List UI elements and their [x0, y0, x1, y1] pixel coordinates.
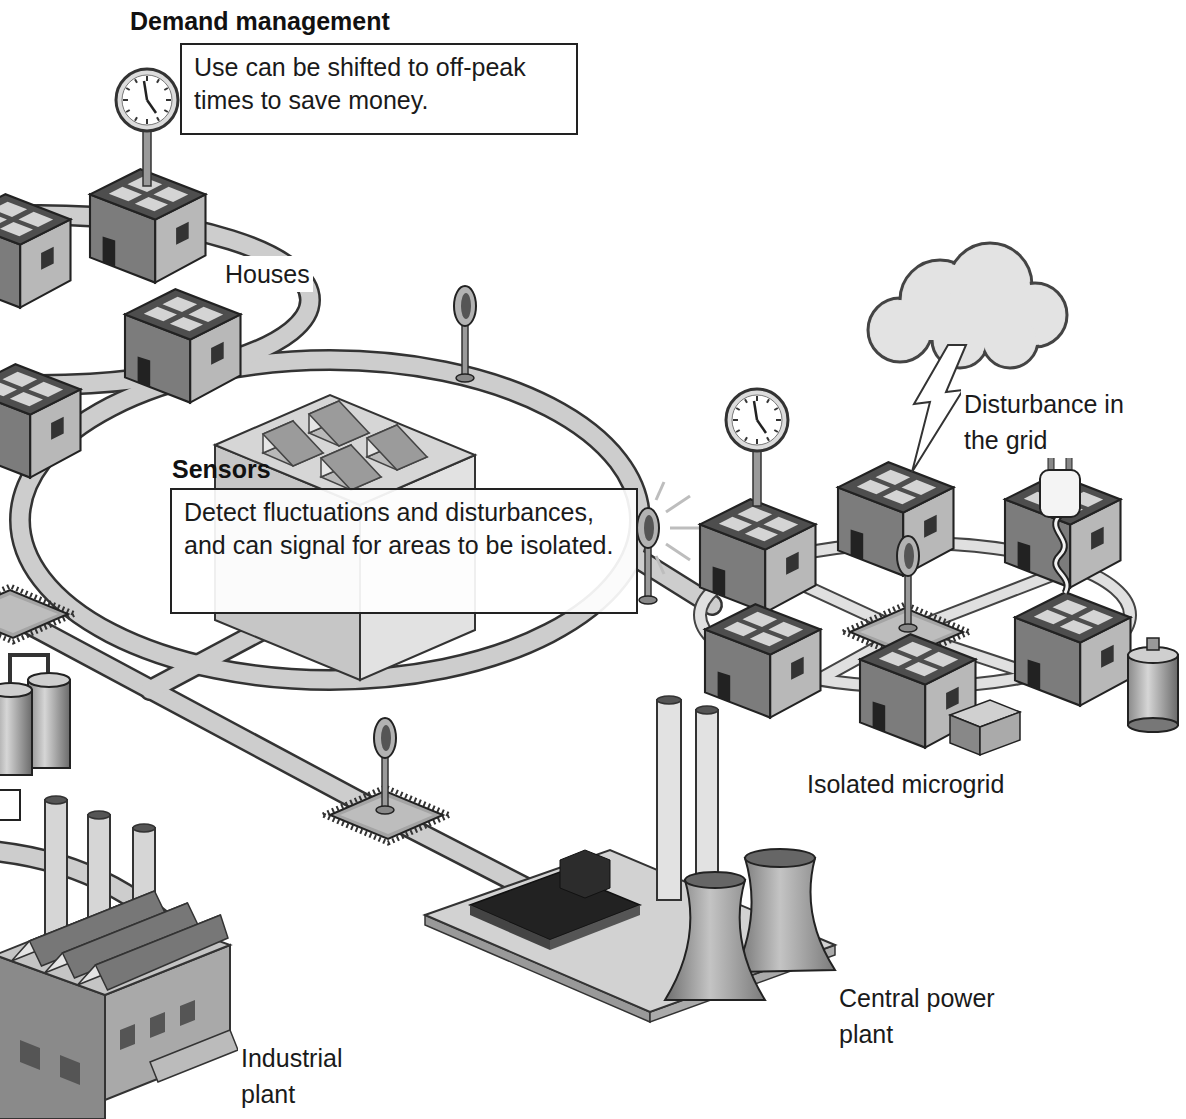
power-plant-part	[657, 700, 681, 900]
label-anchor: Disturbance in the grid	[961, 386, 1127, 458]
gas-tanks-part	[28, 673, 70, 687]
storage-tank-part	[1147, 638, 1159, 650]
gas-tanks-part	[28, 680, 70, 768]
label-anchor: Central power plant	[836, 980, 1030, 1052]
storm-cloud-part	[912, 345, 966, 472]
industrial-plant-part	[45, 796, 67, 804]
gas-tanks-part	[0, 690, 32, 775]
clock-icon	[116, 69, 178, 186]
power-plant-part	[425, 850, 835, 1012]
callout-box: Use can be shifted to off-peak times to …	[180, 43, 578, 135]
power-plant-part	[470, 905, 550, 950]
industrial-plant-part	[150, 1030, 238, 1082]
callout-node: SensorsDetect fluctuations and disturban…	[168, 454, 638, 614]
industrial-plant-part	[133, 824, 155, 832]
house-icon	[1015, 592, 1131, 705]
power-plant-part	[665, 880, 765, 1000]
label-anchor: Houses	[222, 256, 313, 292]
part-label: Industrial plant	[238, 1040, 376, 1112]
power-plant-part	[696, 706, 718, 714]
industrial-plant-part-part	[120, 1024, 135, 1050]
label-anchor: Industrial plant	[238, 1040, 376, 1112]
plug-icon-part	[1040, 470, 1080, 517]
power-plant-part	[470, 872, 640, 940]
gas-tanks	[0, 655, 70, 820]
house-icon	[705, 604, 821, 717]
storage-tank-part	[1128, 718, 1178, 732]
houses	[0, 169, 241, 477]
industrial-plant-part-part	[60, 1055, 80, 1085]
power-plant-part	[745, 849, 815, 867]
storm-cloud-part	[870, 245, 1065, 366]
power-plant-part	[685, 872, 745, 888]
storm-cloud-part	[868, 243, 1067, 368]
callout-box: Detect fluctuations and disturbances, an…	[170, 488, 638, 614]
sensor-icon	[374, 718, 396, 814]
house-icon	[700, 499, 816, 612]
plug-icon	[1040, 456, 1080, 593]
gas-tanks-part	[0, 790, 20, 820]
grid-lines	[0, 215, 1130, 960]
industrial-plant-part-part	[20, 1040, 40, 1070]
plug-icon-part	[1056, 515, 1067, 593]
storage-tank	[1128, 638, 1178, 732]
power-plant-part	[735, 858, 835, 972]
power-plant	[425, 696, 835, 1022]
sensor-icon	[637, 508, 659, 604]
gas-tanks-part	[0, 683, 32, 697]
roof-ridge	[367, 425, 427, 470]
generator-box	[950, 700, 1020, 755]
clock-icon	[726, 389, 788, 506]
callout-node: Demand managementUse can be shifted to o…	[128, 6, 578, 135]
part-label: Disturbance in the grid	[961, 386, 1127, 458]
chip-icon	[0, 586, 75, 642]
sensor-glow-part	[656, 482, 664, 500]
house-icon	[838, 462, 954, 575]
callout-heading: Demand management	[130, 6, 578, 36]
power-plant-part	[657, 696, 681, 704]
generator-box-part	[980, 712, 1020, 755]
plug-icon-part	[1056, 515, 1067, 593]
sensor-icon	[897, 536, 919, 632]
industrial-plant	[0, 796, 238, 1119]
part-label: Isolated microgrid	[804, 766, 1007, 802]
industrial-plant-part	[96, 915, 229, 990]
industrial-plant-part	[20, 1000, 195, 1085]
sensor-glow-part	[670, 527, 700, 530]
industrial-plant-part	[88, 811, 110, 819]
house-icon	[0, 194, 70, 307]
industrial-plant-part-part	[150, 1012, 165, 1038]
part-label: Houses	[222, 256, 313, 292]
industrial-plant-part-part	[180, 1000, 195, 1026]
house-icon	[0, 364, 80, 477]
demand-clock	[116, 69, 178, 186]
roof-ridge	[309, 401, 369, 446]
storage-tank-part	[1128, 655, 1178, 725]
generator-box-part	[950, 715, 980, 755]
sensor-glow	[656, 482, 700, 574]
part-label: Central power plant	[836, 980, 1030, 1052]
callout-heading: Sensors	[172, 454, 638, 484]
house-icon	[125, 289, 241, 402]
power-plant-part	[550, 905, 640, 950]
sensor-icon	[454, 286, 476, 382]
storm-cloud-part-part	[905, 300, 1025, 340]
power-plant-part	[560, 850, 610, 898]
sensor-glow-part	[656, 556, 664, 574]
sensor-glow-part	[666, 496, 690, 512]
label-anchor: Isolated microgrid	[804, 766, 1007, 802]
sensor-glow-part	[666, 544, 690, 560]
